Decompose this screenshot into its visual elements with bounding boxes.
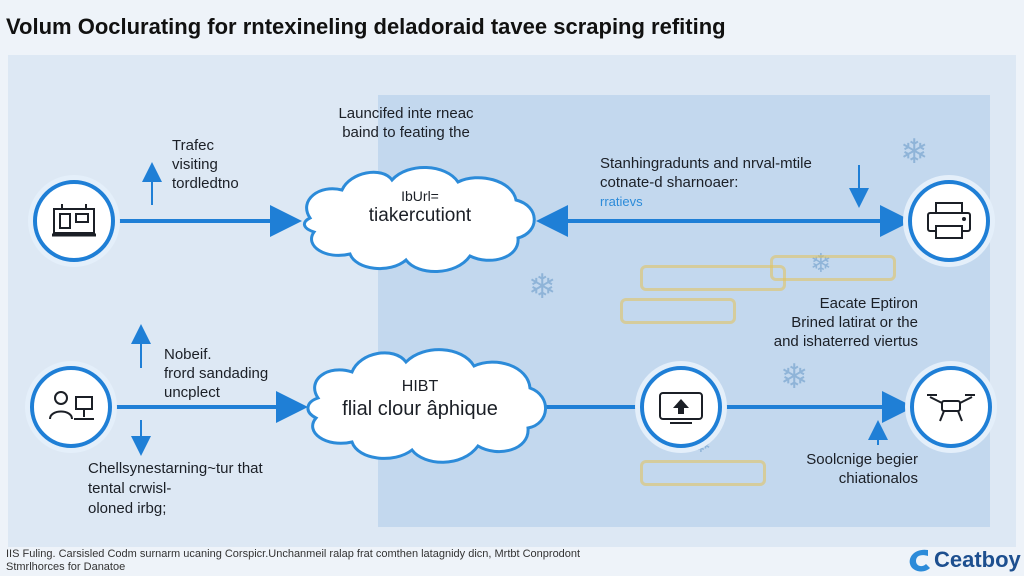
label-mid-right: Eacate Eptiron Brined latirat or the and… <box>700 294 918 351</box>
label-line: Brined latirat or the <box>791 314 918 331</box>
label-top-left: Trafec visiting tordledtno <box>172 136 239 193</box>
label-line-blue: rratievs <box>600 194 643 209</box>
label-line: Trafec <box>172 137 214 154</box>
node-top-left <box>33 180 115 262</box>
label-bottom-right: Soolcnige begier chiationalos <box>760 450 918 488</box>
footer-line: IIS Fuling. Carsisled Codm surnarm ucani… <box>6 548 581 560</box>
node-bottom-right <box>910 366 992 448</box>
snowflake-icon: ❄ <box>780 358 809 396</box>
cloud-top-text: IbUrl= tiakercutiont <box>330 188 510 228</box>
node-top-right <box>908 180 990 262</box>
cloud-bottom-text: HIBT flial clour âphique <box>320 378 520 422</box>
background-machine-shape <box>640 460 766 486</box>
label-bottom-left-lower: Chellsynestarning~tur that tental crwisl… <box>88 459 263 519</box>
label-line: Launcifed inte rneac <box>338 105 474 122</box>
label-line: uncplect <box>164 384 220 401</box>
cloud-top-small-label: IbUrl= <box>401 188 439 204</box>
label-line: tental crwisl- <box>88 480 172 497</box>
label-line: and ishaterred viertus <box>773 333 918 350</box>
cloud-bottom-small-label: HIBT <box>401 378 439 395</box>
cloud-bottom-main-label: flial clour âphique <box>342 398 498 420</box>
node-bottom-center <box>640 366 722 448</box>
label-line: frord sandading <box>164 365 269 382</box>
label-line: tordledtno <box>172 175 239 192</box>
snowflake-icon: ❄ <box>528 268 557 306</box>
label-line: oloned irbg; <box>88 500 167 517</box>
drone-icon <box>927 394 975 422</box>
label-line: baind to feating the <box>342 124 470 141</box>
brand-mark-icon <box>909 549 930 572</box>
label-line: Nobeif. <box>164 346 212 363</box>
node-bottom-left <box>30 366 112 448</box>
footer-line: Stmrlhorces for Danatoe <box>6 561 126 573</box>
footer-note: IIS Fuling. Carsisled Codm surnarm ucani… <box>6 548 580 574</box>
label-line: Chellsynestarning~tur that <box>88 460 263 477</box>
people-icon <box>49 391 94 420</box>
label-line: Soolcnige begier <box>806 451 918 468</box>
label-top-right: Stanhingradunts and nrval-mtile cotnate-… <box>600 154 812 211</box>
page-title: Volum Ooclurating for rntexineling delad… <box>6 14 726 39</box>
label-line: Stanhingradunts and nrval-mtile <box>600 155 812 172</box>
upload-screen-icon <box>659 392 703 424</box>
machine-icon <box>52 204 96 237</box>
label-bottom-left: Nobeif. frord sandading uncplect <box>164 345 268 402</box>
background-machine-shape <box>620 298 736 324</box>
brand-logo: Ceatboy <box>906 545 1021 575</box>
cloud-top <box>303 166 536 273</box>
snowflake-icon: ❄ <box>900 133 929 171</box>
cloud-bottom <box>306 348 547 464</box>
cloud-top-main-label: tiakercutiont <box>368 205 472 226</box>
printer-icon <box>927 202 971 239</box>
label-line: Eacate Eptiron <box>819 295 918 312</box>
label-line: chiationalos <box>838 470 918 487</box>
label-line: cotnate-d sharnoaer: <box>600 174 739 191</box>
background-machine-shape <box>770 255 896 281</box>
label-top-center: Launcifed inte rneac baind to feating th… <box>322 104 490 142</box>
brand-name: Ceatboy <box>934 547 1021 572</box>
diagram-panel-right <box>378 95 990 527</box>
label-line: visiting <box>172 156 218 173</box>
